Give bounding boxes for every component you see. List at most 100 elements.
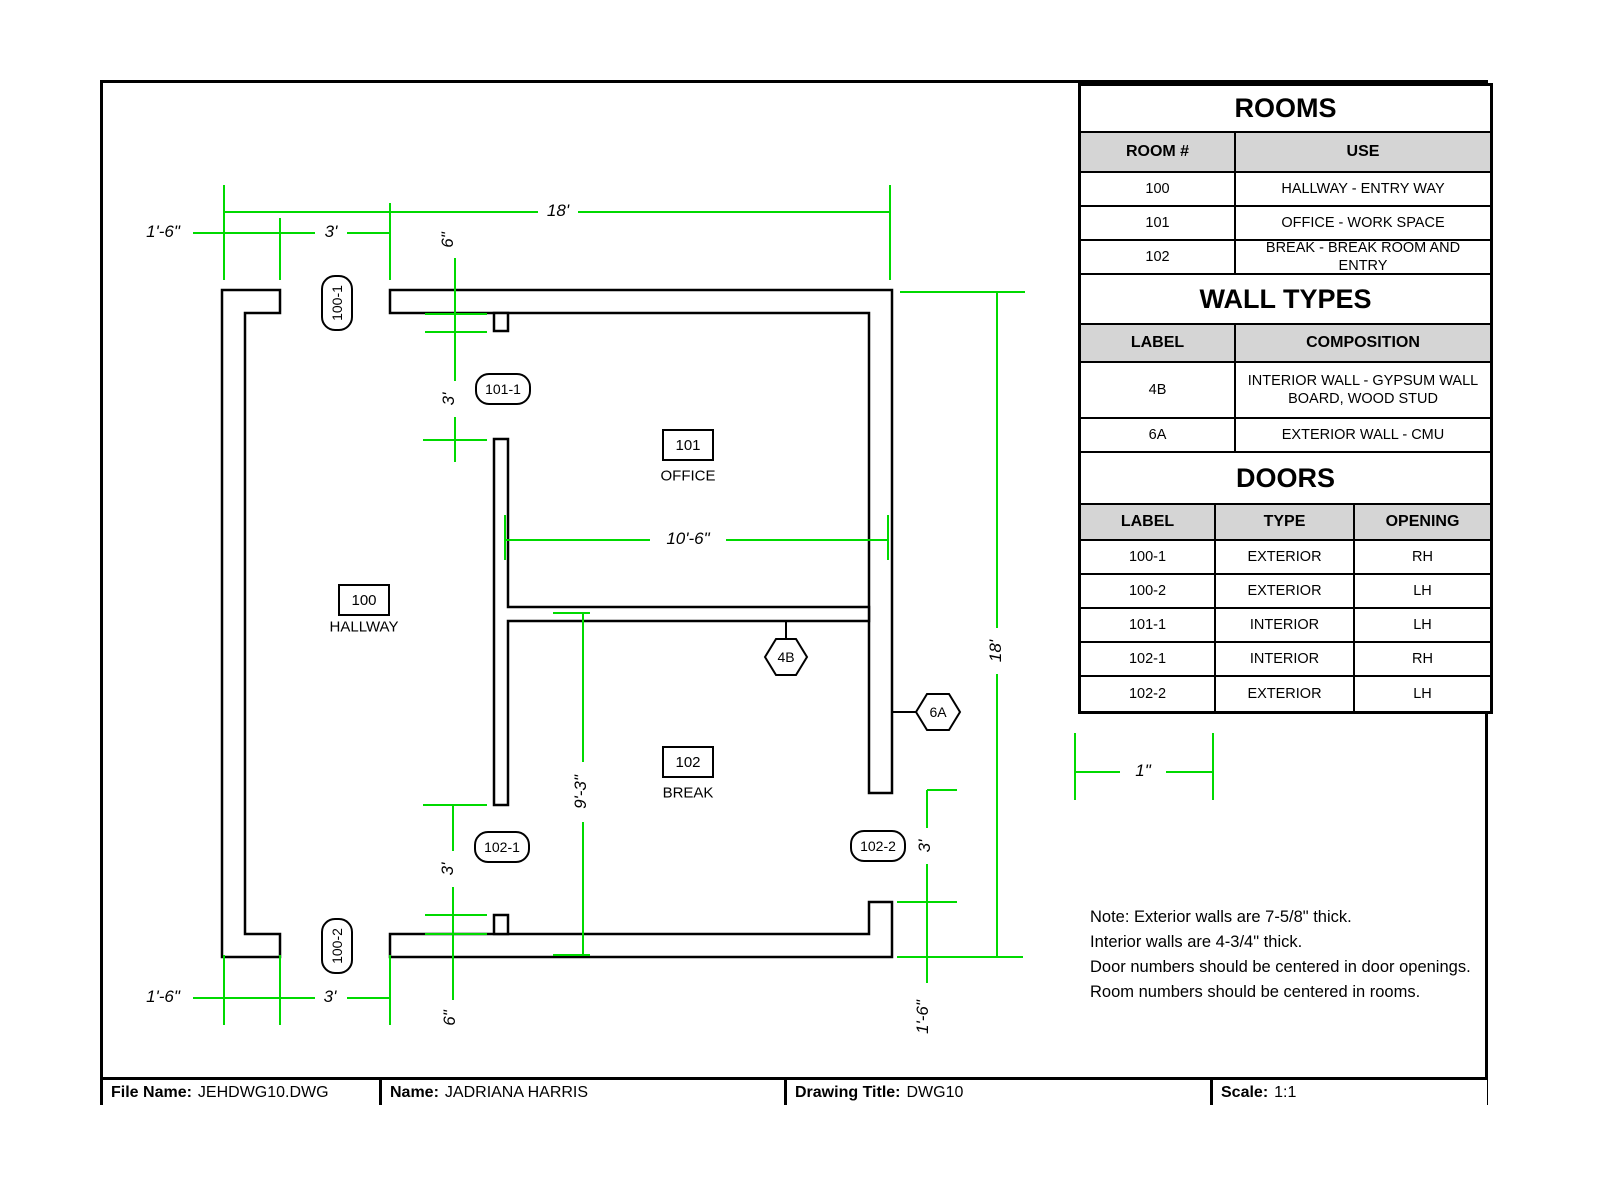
dim-label-right-height: 18' — [986, 639, 1005, 663]
dim-label-top-left-offset: 1'-6" — [145, 222, 181, 242]
title-block-drawing-cell: Drawing Title: DWG10 — [787, 1080, 1213, 1105]
rooms-cell-number: 101 — [1081, 207, 1236, 239]
table-row: 102-2 EXTERIOR LH — [1081, 677, 1490, 711]
doors-cell-opening: LH — [1413, 685, 1432, 702]
wall-interior-tee — [492, 437, 871, 807]
file-name-label: File Name: — [111, 1083, 192, 1101]
wall-interior-jamb-bottom — [492, 913, 510, 936]
notes-block: Note: Exterior walls are 7-5/8" thick. I… — [1090, 905, 1471, 1005]
title-block-file-cell: File Name: JEHDWG10.DWG — [103, 1080, 382, 1105]
doors-title-text: DOORS — [1235, 462, 1335, 493]
wall-tag-6a-label: 6A — [929, 704, 947, 720]
author-name-label: Name: — [390, 1083, 439, 1101]
dim-label-door-102-2: 3' — [915, 839, 934, 853]
dim-label-break-height: 9'-3" — [571, 775, 590, 809]
rooms-header-use: USE — [1236, 133, 1490, 171]
note-line-4: Room numbers should be centered in rooms… — [1090, 983, 1421, 1001]
rooms-cell-use: OFFICE - WORK SPACE — [1281, 214, 1445, 231]
rooms-title-text: ROOMS — [1234, 93, 1337, 123]
table-row: 4B INTERIOR WALL - GYPSUM WALL BOARD, WO… — [1081, 363, 1490, 419]
rooms-cell-use: HALLWAY - ENTRY WAY — [1281, 180, 1445, 197]
dim-label-top-width: 18' — [545, 201, 571, 221]
note-line-1: Note: Exterior walls are 7-5/8" thick. — [1090, 908, 1352, 926]
title-block: File Name: JEHDWG10.DWG Name: JADRIANA H… — [103, 1077, 1487, 1105]
wall-bottom-exterior — [388, 900, 894, 959]
doors-header-type: TYPE — [1216, 505, 1355, 539]
author-name-value: JADRIANA HARRIS — [444, 1083, 589, 1101]
file-name-value: JEHDWG10.DWG — [197, 1083, 329, 1101]
table-row: 100-1 EXTERIOR RH — [1081, 541, 1490, 575]
dim-label-bottom-door: 3' — [322, 987, 338, 1007]
doors-cell-label: 101-1 — [1081, 609, 1216, 641]
room-name-101: OFFICE — [660, 467, 716, 485]
rooms-table-header: ROOM # USE — [1081, 133, 1490, 173]
doors-cell-label: 100-1 — [1081, 541, 1216, 573]
door-tag-100-2: 100-2 — [321, 918, 353, 974]
schedules-panel: ROOMS ROOM # USE 100 HALLWAY - ENTRY WAY… — [1078, 83, 1493, 714]
doors-cell-label: 102-2 — [1081, 677, 1216, 711]
doors-table-title: DOORS — [1081, 453, 1490, 505]
table-row: 6A EXTERIOR WALL - CMU — [1081, 419, 1490, 453]
table-row: 101-1 INTERIOR LH — [1081, 609, 1490, 643]
wall-top-right-exterior — [388, 288, 894, 795]
doors-cell-type: EXTERIOR — [1216, 575, 1355, 607]
wall-types-cell-label: 6A — [1081, 419, 1236, 451]
rooms-cell-number: 102 — [1081, 241, 1236, 273]
wall-tag-6a-hexagon — [914, 693, 962, 731]
dim-label-bottom-right-offset: 1'-6" — [913, 1000, 932, 1034]
dim-label-door-102-1: 3' — [438, 862, 457, 876]
table-row: 100-2 EXTERIOR LH — [1081, 575, 1490, 609]
dim-label-door-101: 3' — [439, 392, 458, 406]
doors-cell-opening: RH — [1412, 548, 1433, 565]
door-tag-101-1: 101-1 — [475, 373, 531, 405]
doors-cell-opening: RH — [1412, 650, 1433, 667]
scale-bar-label: 1" — [1134, 761, 1152, 781]
wall-types-cell-composition: EXTERIOR WALL - CMU — [1281, 426, 1445, 443]
room-name-102: BREAK — [662, 784, 714, 802]
room-tag-102: 102 — [662, 746, 714, 778]
wall-types-title-text: WALL TYPES — [1199, 283, 1372, 314]
wall-types-header-label: LABEL — [1081, 325, 1236, 361]
door-tag-100-1: 100-1 — [321, 275, 353, 331]
wall-types-cell-composition: INTERIOR WALL - GYPSUM WALL BOARD, WOOD … — [1247, 372, 1479, 407]
doors-cell-type: EXTERIOR — [1216, 541, 1355, 573]
rooms-header-room: ROOM # — [1081, 133, 1236, 171]
wall-types-table-title: WALL TYPES — [1081, 275, 1490, 325]
wall-tag-4b-hexagon — [763, 638, 809, 676]
wall-tag-4b-label: 4B — [777, 649, 795, 665]
wall-left-exterior — [220, 288, 282, 959]
doors-cell-type: INTERIOR — [1216, 643, 1355, 675]
wall-interior-jamb-top — [492, 311, 510, 333]
scale-label: Scale: — [1221, 1083, 1269, 1101]
room-tag-100: 100 — [338, 584, 390, 616]
table-row: 102-1 INTERIOR RH — [1081, 643, 1490, 677]
wall-types-header-composition: COMPOSITION — [1236, 325, 1490, 361]
dim-label-bottom-left-offset: 1'-6" — [145, 987, 181, 1007]
door-tag-102-1: 102-1 — [474, 831, 530, 863]
doors-cell-opening: LH — [1413, 582, 1432, 599]
note-line-3: Door numbers should be centered in door … — [1090, 958, 1471, 976]
title-block-name-cell: Name: JADRIANA HARRIS — [382, 1080, 787, 1105]
doors-cell-label: 100-2 — [1081, 575, 1216, 607]
drawing-title-label: Drawing Title: — [795, 1083, 901, 1101]
room-name-100: HALLWAY — [329, 618, 399, 636]
drawing-title-value: DWG10 — [906, 1083, 964, 1101]
title-block-scale-cell: Scale: 1:1 — [1213, 1080, 1487, 1105]
table-row: 102 BREAK - BREAK ROOM AND ENTRY — [1081, 239, 1490, 275]
rooms-table-title: ROOMS — [1081, 86, 1490, 133]
dim-label-office-width: 10'-6" — [665, 529, 711, 549]
rooms-cell-number: 100 — [1081, 173, 1236, 205]
doors-header-label: LABEL — [1081, 505, 1216, 539]
dim-label-bottom-jamb: 6" — [440, 1010, 459, 1026]
doors-cell-label: 102-1 — [1081, 643, 1216, 675]
doors-cell-type: INTERIOR — [1216, 609, 1355, 641]
doors-table-header: LABEL TYPE OPENING — [1081, 505, 1490, 541]
dim-label-top-jamb: 6" — [438, 232, 457, 248]
table-row: 101 OFFICE - WORK SPACE — [1081, 207, 1490, 241]
doors-cell-type: EXTERIOR — [1216, 677, 1355, 711]
rooms-cell-use: BREAK - BREAK ROOM AND ENTRY — [1265, 239, 1461, 274]
wall-types-cell-label: 4B — [1081, 363, 1236, 417]
dim-label-top-door: 3' — [323, 222, 339, 242]
table-row: 100 HALLWAY - ENTRY WAY — [1081, 173, 1490, 207]
